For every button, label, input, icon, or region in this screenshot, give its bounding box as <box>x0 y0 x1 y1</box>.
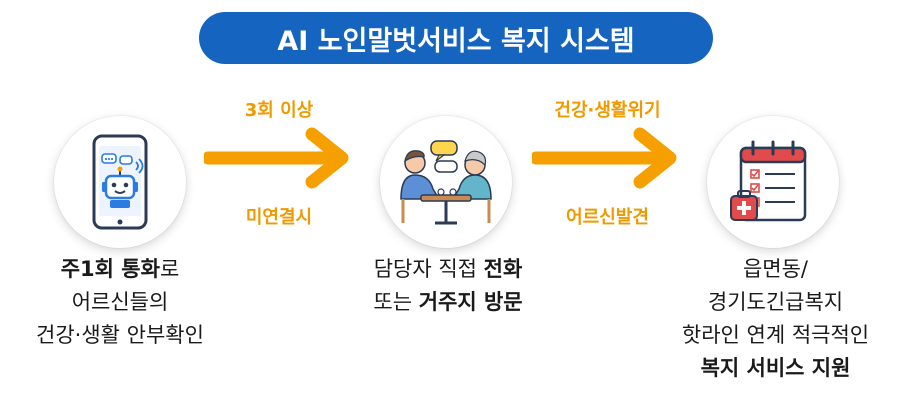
step3-circle <box>707 116 839 248</box>
title-banner: AI 노인말벗서비스 복지 시스템 <box>199 12 713 64</box>
step2-line2: 또는 거주지 방문 <box>373 290 523 314</box>
step1-circle <box>54 116 186 248</box>
arrow2-top-label: 건강·생활위기 <box>554 100 661 121</box>
step1-line2: 어르신들의 <box>71 290 169 314</box>
right-arrow-icon <box>204 127 349 189</box>
page-title: AI 노인말벗서비스 복지 시스템 <box>277 25 635 57</box>
step2-line1: 담당자 직접 전화 <box>373 257 523 281</box>
conversation-people-icon <box>400 140 492 225</box>
step2-description: 담당자 직접 전화 또는 거주지 방문 <box>318 253 578 319</box>
step2-circle <box>380 116 512 248</box>
step1-line3: 건강·생활 안부확인 <box>36 323 204 347</box>
step1-description: 주1회 통화로 어르신들의 건강·생활 안부확인 <box>0 253 240 352</box>
arrow2-bottom-label: 어르신발견 <box>566 207 649 228</box>
step3-line3: 핫라인 연계 적극적인 <box>681 323 870 347</box>
step1-line1: 주1회 통화로 <box>60 257 180 281</box>
step3-line1: 읍면동/ <box>742 257 809 281</box>
step3-line4: 복지 서비스 지원 <box>700 356 851 380</box>
arrow1-bottom-label: 미연결시 <box>245 207 313 228</box>
arrow1-top-label: 3회 이상 <box>244 100 314 121</box>
right-arrow-icon <box>532 127 677 189</box>
smartphone-robot-icon <box>92 134 148 230</box>
step3-description: 읍면동/ 경기도긴급복지 핫라인 연계 적극적인 복지 서비스 지원 <box>640 253 911 385</box>
checklist-medical-icon <box>730 140 807 222</box>
step3-line2: 경기도긴급복지 <box>707 290 844 314</box>
